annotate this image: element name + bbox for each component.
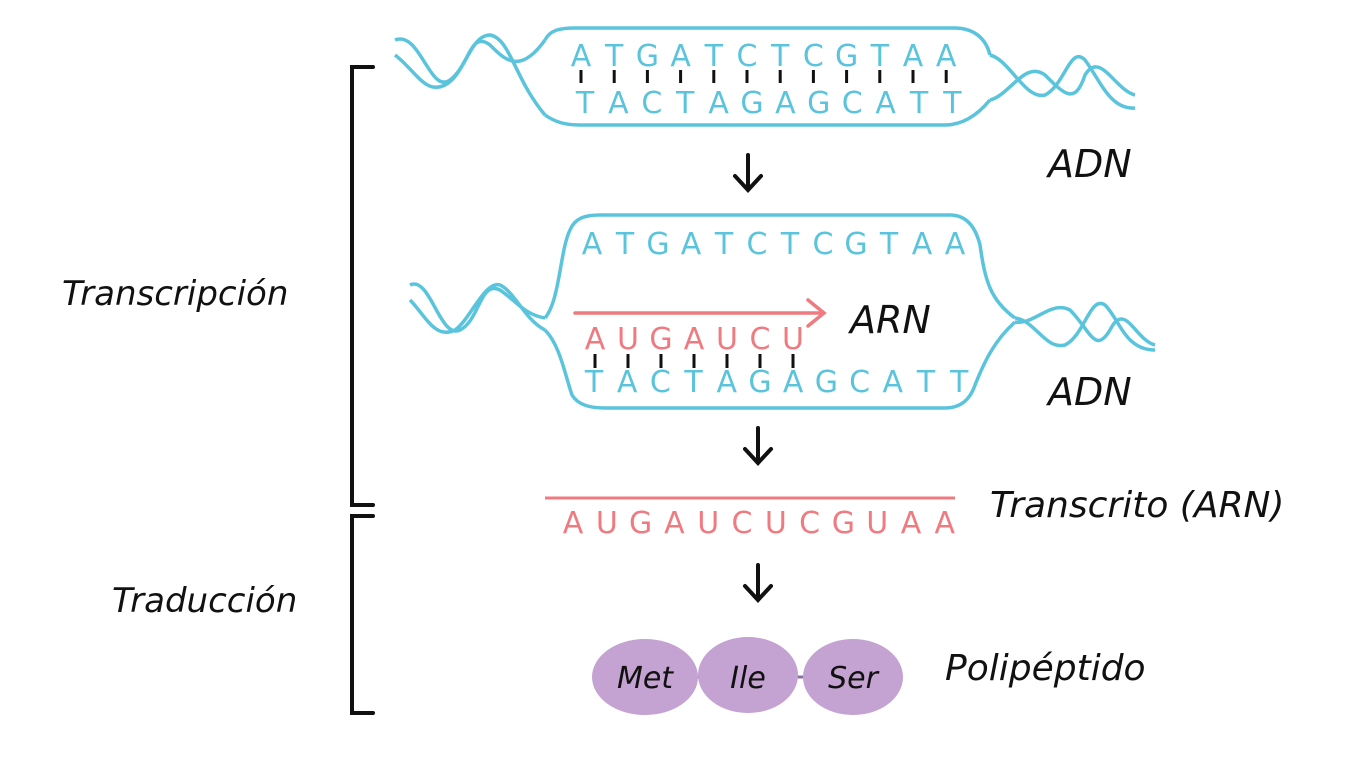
dna2-bottom-base: G	[748, 365, 771, 400]
dna2-base-pairs	[593, 354, 795, 368]
dna1-bottom-base: T	[909, 86, 929, 121]
amino-acid-3: Ser	[828, 661, 880, 696]
dna1-bottom-base: A	[875, 86, 896, 121]
dna2-rna-base: U	[782, 322, 804, 357]
transcript-label: Transcrito (ARN)	[990, 485, 1284, 526]
dna2-bottom-base: C	[650, 365, 671, 400]
dna-label-mid: ADN	[1045, 370, 1132, 414]
dna2-top-base: T	[780, 227, 800, 262]
transcript-base: A	[901, 506, 922, 541]
dna2-bottom-base: T	[916, 365, 936, 400]
transcript-base: G	[629, 506, 652, 541]
dna1-base-pairs	[579, 70, 948, 83]
dna1-top-base: T	[704, 39, 724, 74]
dna2-top-base: T	[879, 227, 899, 262]
dna2-bottom-base: T	[584, 365, 604, 400]
dna1-top-base: T	[870, 39, 890, 74]
dna2-bottom-base: T	[949, 365, 969, 400]
dna1-top-base: C	[803, 39, 824, 74]
dna1-bottom-base: A	[775, 86, 796, 121]
transcript-base: A	[935, 506, 956, 541]
down-arrow-icon-2	[743, 426, 773, 466]
dna2-bottom-base: C	[849, 365, 870, 400]
dna-double-helix-2	[408, 213, 1156, 410]
dna1-top-base: G	[636, 39, 659, 74]
dna1-top-base: A	[571, 39, 592, 74]
dna2-top-base: T	[714, 227, 734, 262]
amino-acid-bubble-2	[698, 637, 798, 713]
transcript-base: U	[765, 506, 787, 541]
dna2-top-base: G	[844, 227, 867, 262]
dna2-bottom-base: A	[783, 365, 804, 400]
dna2-top-base: A	[912, 227, 933, 262]
dna2-bottom-base: A	[717, 365, 738, 400]
dna2-bottom-base: A	[883, 365, 904, 400]
transcript-base: A	[664, 506, 685, 541]
transcript-base: C	[732, 506, 753, 541]
dna2-rna-base: A	[585, 322, 606, 357]
transcript-base: U	[697, 506, 719, 541]
dna2-bottom-base: G	[815, 365, 838, 400]
dna1-top-base: A	[670, 39, 691, 74]
dna1-top-base: G	[835, 39, 858, 74]
process-bracket	[350, 65, 375, 715]
dna2-top-base: G	[646, 227, 669, 262]
dna2-top-base: C	[813, 227, 834, 262]
down-arrow-icon-1	[733, 153, 763, 193]
dna2-bottom-base: T	[683, 365, 703, 400]
rna-synthesis-arrow	[573, 298, 827, 328]
dna2-rna-base: G	[649, 322, 672, 357]
dna2-top-base: T	[615, 227, 635, 262]
amino-acid-1: Met	[617, 661, 674, 696]
dna2-rna-base: U	[716, 322, 738, 357]
transcript-base: A	[563, 506, 584, 541]
dna-label-top: ADN	[1045, 142, 1132, 186]
transcript-base: G	[832, 506, 855, 541]
dna1-bottom-base: A	[608, 86, 629, 121]
rna-label: ARN	[847, 298, 931, 342]
dna1-top-base: T	[770, 39, 790, 74]
dna2-rna-base: U	[617, 322, 639, 357]
dna1-bottom-base: C	[641, 86, 662, 121]
translation-label: Traducción	[112, 581, 297, 621]
transcription-label: Transcripción	[62, 274, 288, 314]
transcript-base: U	[866, 506, 888, 541]
amino-acid-bubble-3	[803, 639, 903, 715]
polypeptide-label: Polipéptido	[945, 648, 1146, 689]
dna2-top-base: A	[582, 227, 603, 262]
dna1-top-base: T	[604, 39, 624, 74]
dna1-top-base: A	[936, 39, 957, 74]
dna1-bottom-base: T	[942, 86, 962, 121]
dna1-bottom-base: A	[708, 86, 729, 121]
dna1-bottom-base: T	[675, 86, 695, 121]
dna2-top-base: A	[681, 227, 702, 262]
dna2-rna-base: C	[750, 322, 771, 357]
dna2-top-base: C	[747, 227, 768, 262]
amino-acid-2: Ile	[730, 661, 766, 696]
dna1-top-base: C	[737, 39, 758, 74]
dna1-bottom-base: G	[740, 86, 763, 121]
amino-acid-bubble-1	[592, 639, 698, 715]
dna1-bottom-base: C	[842, 86, 863, 121]
down-arrow-icon-3	[743, 563, 773, 603]
dna2-rna-base: A	[684, 322, 705, 357]
transcript-base: C	[799, 506, 820, 541]
transcript-base: U	[596, 506, 618, 541]
dna2-top-base: A	[945, 227, 966, 262]
polypeptide-chain: Met Ile Ser	[592, 637, 903, 715]
dna1-bottom-base: T	[575, 86, 595, 121]
dna-double-helix-1	[393, 26, 1136, 127]
dna1-bottom-base: G	[807, 86, 830, 121]
dna2-bottom-base: A	[617, 365, 638, 400]
dna1-top-base: A	[903, 39, 924, 74]
